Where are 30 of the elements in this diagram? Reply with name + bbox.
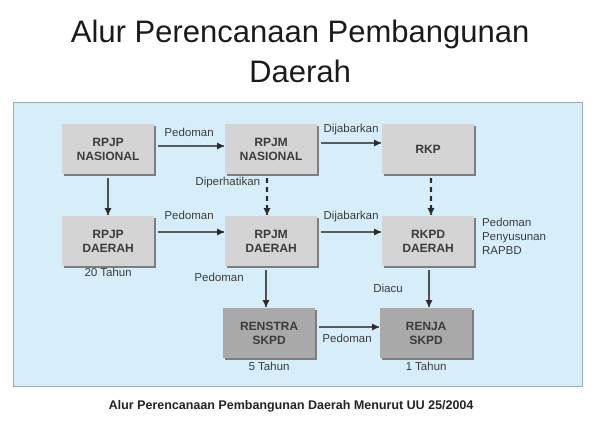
arrow <box>321 140 381 146</box>
process-box: RENJA SKPD <box>380 308 472 358</box>
edge-label: Pedoman <box>163 126 215 140</box>
arrow <box>158 228 224 236</box>
process-box: RPJM DAERAH <box>225 216 317 266</box>
process-box: RPJP DAERAH <box>62 216 154 266</box>
caption: Alur Perencanaan Pembangunan Daerah Menurut UU 25/2004 <box>108 397 474 413</box>
arrow <box>321 228 381 236</box>
process-box: RPJP NASIONAL <box>62 124 154 174</box>
edge-label: Diperhatikan <box>194 175 260 189</box>
process-box: RKP <box>382 124 474 174</box>
edge-label: Pedoman <box>193 271 245 285</box>
node-note: Pedoman Penyusunan RAPBD <box>482 216 547 258</box>
node-note: 20 Tahun <box>83 266 133 280</box>
edge-label: Pedoman <box>321 332 373 346</box>
title: Alur Perencanaan Pembangunan Daerah <box>70 13 530 91</box>
process-box: RPJM NASIONAL <box>225 124 317 174</box>
process-box: RKPD DAERAH <box>382 216 474 266</box>
arrow <box>264 178 270 215</box>
node-note: 5 Tahun <box>248 360 290 374</box>
arrow <box>428 178 434 215</box>
arrow <box>319 324 379 330</box>
edge-label: Diacu <box>372 282 404 296</box>
node-note: 1 Tahun <box>404 360 448 374</box>
edge-label: Dijabarkan <box>322 122 380 136</box>
arrow <box>262 270 270 307</box>
process-box: RENSTRA SKPD <box>223 308 315 358</box>
edge-label: Pedoman <box>163 209 215 223</box>
arrow <box>426 270 432 307</box>
edge-label: Dijabarkan <box>322 209 380 223</box>
